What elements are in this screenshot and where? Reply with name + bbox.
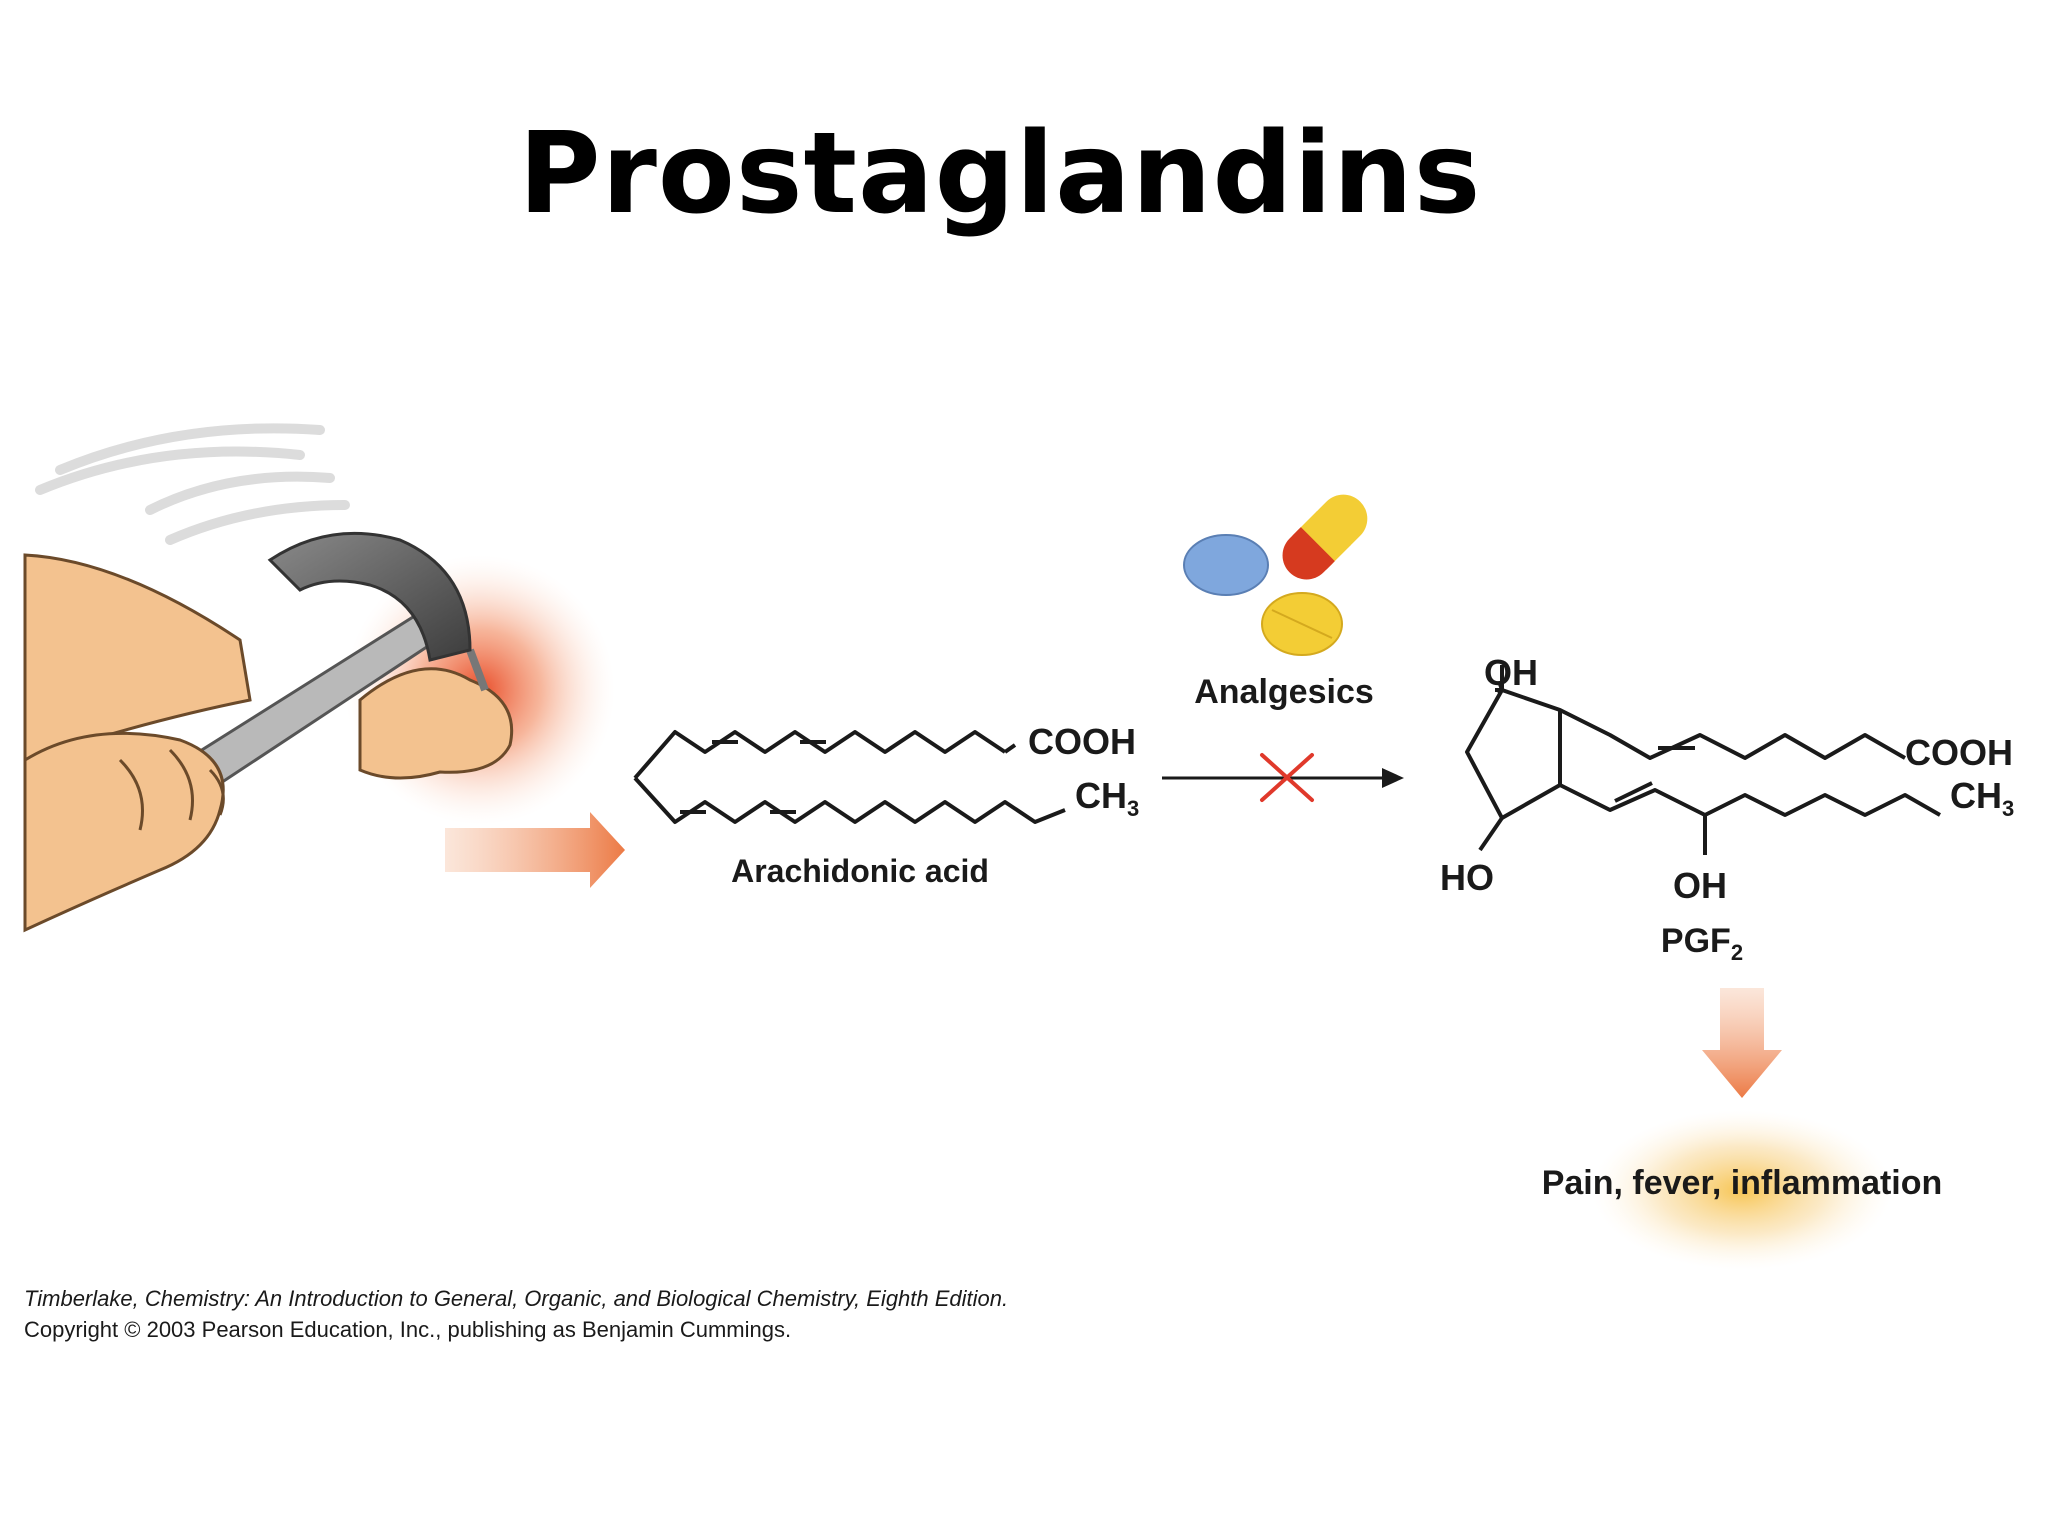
pgf2-cooh-label: COOH xyxy=(1905,732,2013,773)
pgf2-oh-side-label: OH xyxy=(1673,865,1727,906)
blue-pill xyxy=(1183,534,1269,596)
left-hand xyxy=(358,667,514,780)
arachidonic-acid-label: Arachidonic acid xyxy=(731,853,989,889)
arm-sleeve xyxy=(23,553,252,763)
hammer-head xyxy=(267,531,472,662)
reactant-ch3-sub: 3 xyxy=(1127,796,1139,821)
reactant-ch3-main: CH xyxy=(1075,775,1127,816)
reactant-ch3-label: CH3 xyxy=(1075,775,1139,821)
nail xyxy=(466,648,489,692)
slide-title: Prostaglandins xyxy=(518,109,1482,239)
pgf2-ch3-sub: 3 xyxy=(2002,796,2014,821)
capsule-pill xyxy=(1282,494,1368,580)
motion-lines xyxy=(35,423,350,545)
blocked-x-mark xyxy=(1260,753,1314,802)
pgf2-name-label: PGF2 xyxy=(1661,922,1743,965)
hand-fingers xyxy=(118,748,225,831)
yellow-pill-score xyxy=(1271,609,1333,639)
pgf2-ho-label: HO xyxy=(1440,857,1494,898)
reaction-arrow-head xyxy=(1382,768,1404,788)
pgf2-ch3-label: CH3 xyxy=(1950,775,2014,821)
pain-burst xyxy=(1592,1110,1892,1270)
pgf2-ch3-main: CH xyxy=(1950,775,2002,816)
pgf2-name-main: PGF xyxy=(1661,922,1731,960)
orange-arrow-right xyxy=(445,812,625,888)
arachidonic-acid-structure xyxy=(633,730,1066,824)
pgf2-oh-top-label: OH xyxy=(1484,652,1538,693)
analgesics-label: Analgesics xyxy=(1194,673,1374,711)
pgf2-name-sub: 2 xyxy=(1731,940,1743,965)
reactant-cooh-label: COOH xyxy=(1028,721,1136,762)
analgesic-pills xyxy=(1183,494,1368,656)
hammer-hand-illustration xyxy=(23,423,615,933)
citation-line-2: Copyright © 2003 Pearson Education, Inc.… xyxy=(24,1317,792,1342)
orange-arrow-down xyxy=(1702,988,1782,1098)
citation-line-1: Timberlake, Chemistry: An Introduction t… xyxy=(24,1286,1009,1311)
right-hand xyxy=(23,731,225,933)
pgf2-structure xyxy=(1465,683,1941,855)
effects-label: Pain, fever, inflammation xyxy=(1542,1164,1943,1202)
